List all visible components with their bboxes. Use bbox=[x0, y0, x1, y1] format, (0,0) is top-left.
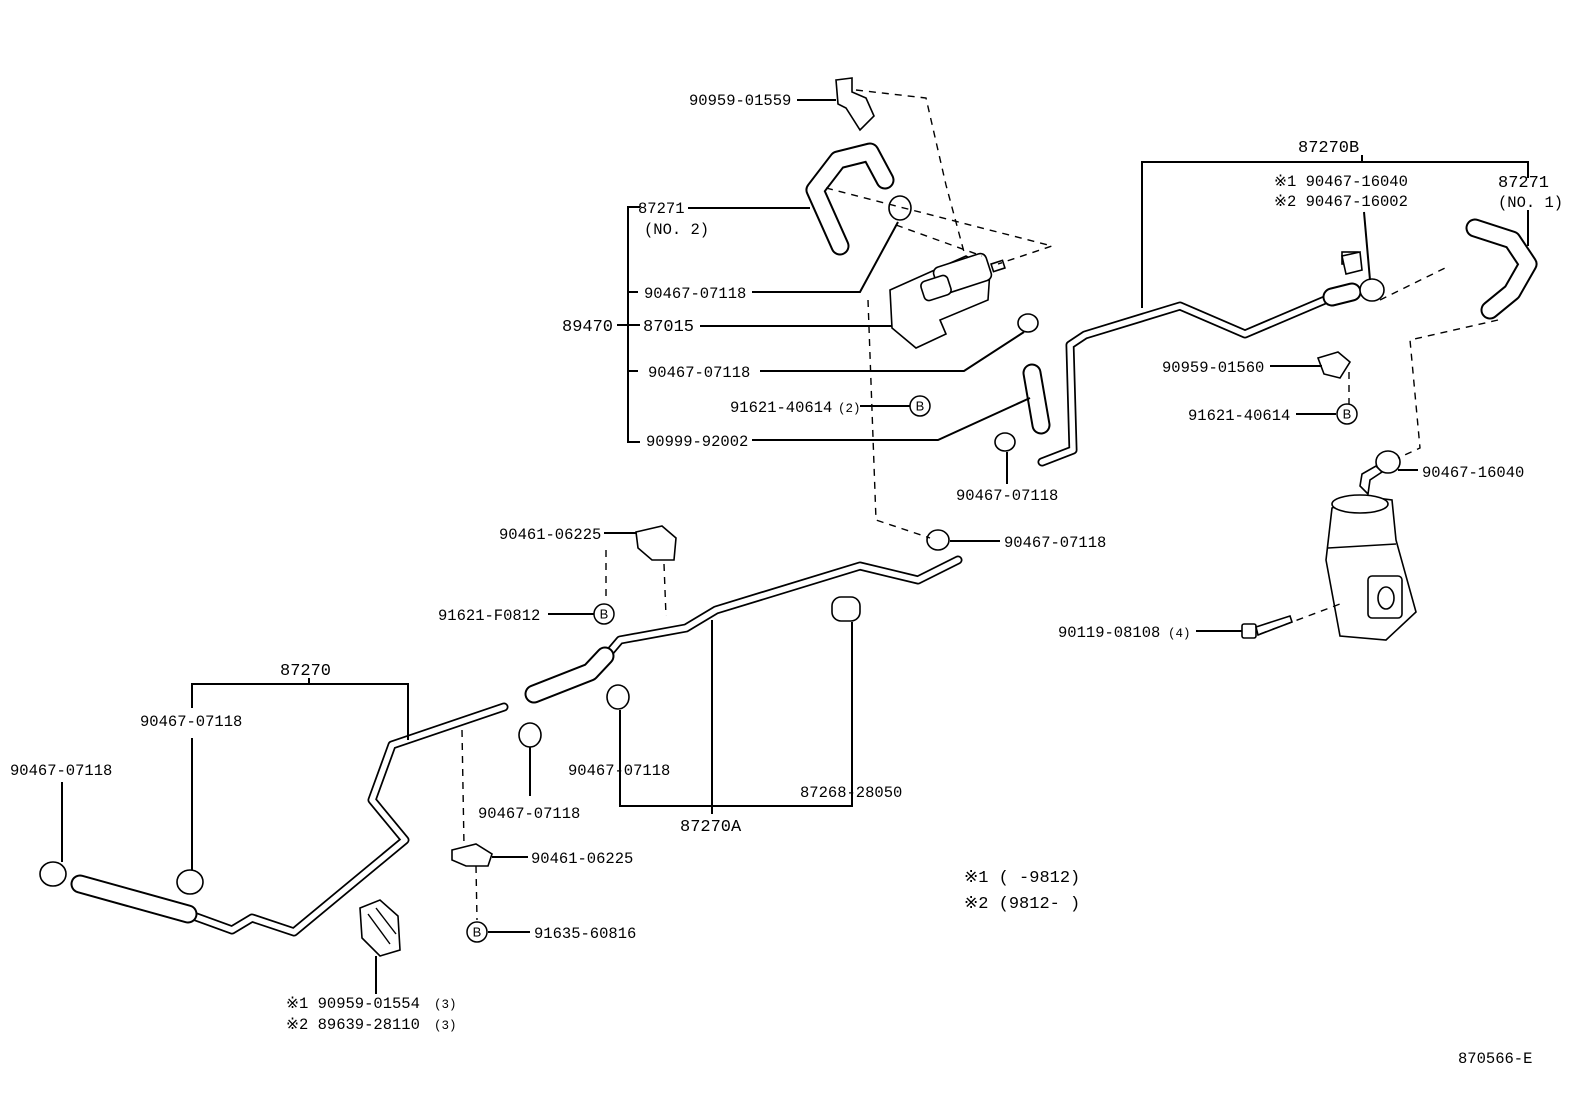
svg-text:B: B bbox=[600, 607, 609, 622]
leader-lines bbox=[61, 99, 1529, 994]
clamp-16040-top bbox=[1359, 278, 1385, 302]
note-2: ※2 (9812- ) bbox=[964, 895, 1080, 914]
clamp-90461-06225-bottom bbox=[451, 843, 493, 867]
label-87271-no1-sub: (NO. 1) bbox=[1498, 194, 1563, 212]
label-90959-01559: 90959-01559 bbox=[689, 92, 791, 110]
label-87270B: 87270B bbox=[1298, 139, 1359, 158]
label-90999-92002: 90999-92002 bbox=[646, 433, 748, 451]
label-90119-08108-qty: (4) bbox=[1168, 627, 1191, 641]
hose-87271-no2 bbox=[805, 142, 895, 256]
label-87271-no2-sub: (NO. 2) bbox=[644, 221, 709, 239]
label-90467-07118-d: 90467-07118 bbox=[1004, 534, 1106, 552]
assembly-lines bbox=[461, 89, 1499, 921]
clamp-90461-06225-top bbox=[635, 525, 677, 561]
bolt-marker-91621-40614-2: B bbox=[909, 395, 931, 417]
hose-90999-92002 bbox=[1022, 363, 1051, 435]
pipe-87270 bbox=[70, 702, 509, 937]
label-90467-07118-h: 90467-07118 bbox=[478, 805, 580, 823]
label-90467-07118-g: 90467-07118 bbox=[568, 762, 670, 780]
label-90467-16040-right: 90467-16040 bbox=[1422, 464, 1524, 482]
bolt-marker-91621-40614: B bbox=[1336, 403, 1358, 425]
label-90119-08108: 90119-08108 bbox=[1058, 624, 1160, 642]
label-91621-F0812: 91621-F0812 bbox=[438, 607, 540, 625]
cushion-87268-28050 bbox=[831, 596, 861, 622]
bolt-marker-91621-F0812: B bbox=[593, 603, 615, 625]
clamp-mid-1 bbox=[994, 432, 1016, 452]
label-90461-06225-bottom: 90461-06225 bbox=[531, 850, 633, 868]
label-89639-28110-qty: (3) bbox=[434, 1019, 457, 1033]
svg-text:B: B bbox=[1343, 407, 1352, 422]
label-89639-28110: ※2 89639-28110 bbox=[286, 1016, 420, 1034]
vsv-87015 bbox=[889, 252, 1006, 349]
label-90467-07118-f: 90467-07118 bbox=[10, 762, 112, 780]
label-90959-01554: ※1 90959-01554 bbox=[286, 995, 420, 1013]
label-87270: 87270 bbox=[280, 662, 331, 681]
pipe-87270B bbox=[1037, 282, 1362, 467]
label-87270A: 87270A bbox=[680, 818, 742, 837]
label-90467-07118-c: 90467-07118 bbox=[956, 487, 1058, 505]
bracket-90959-01559 bbox=[835, 77, 875, 132]
clamp-mid-2 bbox=[926, 529, 950, 551]
note-1: ※1 ( -9812) bbox=[964, 869, 1080, 888]
label-90959-01560: 90959-01560 bbox=[1162, 359, 1264, 377]
label-91635-60816: 91635-60816 bbox=[534, 925, 636, 943]
label-91621-40614: 91621-40614 bbox=[1188, 407, 1290, 425]
clamp-16040-right bbox=[1375, 450, 1401, 474]
bolt-90119-08108 bbox=[1241, 614, 1294, 639]
clip-90959-01554 bbox=[359, 899, 401, 957]
label-87268-28050: 87268-28050 bbox=[800, 784, 902, 802]
label-90467-16040-top: ※1 90467-16040 bbox=[1274, 173, 1408, 191]
clamp-low-1 bbox=[606, 684, 630, 710]
hose-87271-no1 bbox=[1465, 218, 1538, 320]
label-90461-06225-top: 90461-06225 bbox=[499, 526, 601, 544]
clamp-left-2 bbox=[39, 861, 67, 887]
clamp-90959-01560 bbox=[1316, 251, 1363, 379]
canister bbox=[1325, 465, 1417, 641]
clamp-upper-2 bbox=[1017, 313, 1039, 333]
clamp-left-1 bbox=[176, 869, 204, 895]
clamp-upper-1 bbox=[888, 195, 912, 221]
svg-text:B: B bbox=[916, 399, 925, 414]
label-90467-07118-e: 90467-07118 bbox=[140, 713, 242, 731]
pipe-87270A bbox=[524, 555, 963, 704]
label-90467-07118-b: 90467-07118 bbox=[648, 364, 750, 382]
label-90467-16002: ※2 90467-16002 bbox=[1274, 193, 1408, 211]
label-89470: 89470 bbox=[562, 318, 613, 337]
label-90959-01554-qty: (3) bbox=[434, 998, 457, 1012]
label-87271-no1: 87271 bbox=[1498, 174, 1549, 193]
svg-text:B: B bbox=[473, 925, 482, 940]
label-91621-40614-2-qty: (2) bbox=[838, 402, 861, 416]
bolt-marker-91635-60816: B bbox=[466, 921, 488, 943]
clamp-low-2 bbox=[518, 722, 542, 748]
label-90467-07118-a: 90467-07118 bbox=[644, 285, 746, 303]
label-87015: 87015 bbox=[643, 318, 694, 337]
diagram-code: 870566-E bbox=[1458, 1050, 1532, 1068]
label-91621-40614-2: 91621-40614 bbox=[730, 399, 832, 417]
label-87271-no2: 87271 bbox=[638, 200, 685, 218]
